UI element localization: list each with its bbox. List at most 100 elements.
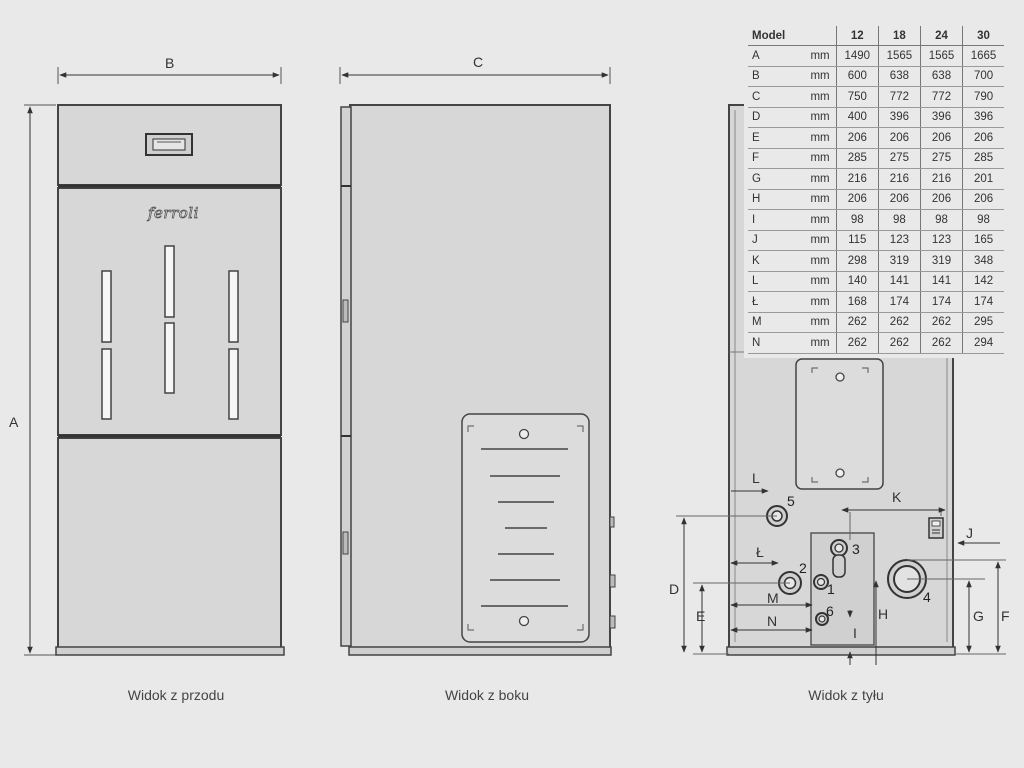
rear-base xyxy=(726,646,956,656)
header-model-24: 24 xyxy=(919,26,963,46)
rear-view-caption: Widok z tyłu xyxy=(808,687,884,703)
value-cell: 396 xyxy=(962,107,1004,128)
parameter-cell: M xyxy=(748,312,805,333)
value-cell: 165 xyxy=(962,230,1004,251)
value-cell: 123 xyxy=(877,230,921,251)
front-base xyxy=(55,646,285,656)
dimension-m-label: M xyxy=(767,590,779,606)
dimension-f-label: F xyxy=(1001,608,1010,624)
unit-cell: mm xyxy=(804,271,837,292)
unit-cell: mm xyxy=(804,86,837,108)
value-cell: 285 xyxy=(835,148,879,169)
value-cell: 400 xyxy=(835,107,879,128)
value-cell: 123 xyxy=(919,230,963,251)
value-cell: 275 xyxy=(919,148,963,169)
value-cell: 262 xyxy=(835,312,879,333)
rear-view xyxy=(676,104,1006,665)
value-cell: 1490 xyxy=(835,45,879,67)
value-cell: 396 xyxy=(919,107,963,128)
value-cell: 294 xyxy=(962,332,1004,354)
unit-cell: mm xyxy=(804,189,837,210)
connection-3 xyxy=(830,539,848,578)
value-cell: 348 xyxy=(962,250,1004,272)
value-cell: 216 xyxy=(877,168,921,190)
value-cell: 206 xyxy=(919,189,963,210)
value-cell: 206 xyxy=(919,127,963,149)
value-cell: 600 xyxy=(835,66,879,87)
side-service-panel xyxy=(461,413,590,643)
side-hinge-top xyxy=(342,299,349,323)
value-cell: 790 xyxy=(962,86,1004,108)
side-front-edge xyxy=(340,106,352,647)
unit-cell: mm xyxy=(804,66,837,87)
header-model-12: 12 xyxy=(835,26,879,46)
connection-1-label: 1 xyxy=(827,581,835,597)
connection-6 xyxy=(815,612,829,626)
header-model-18: 18 xyxy=(877,26,921,46)
value-cell: 201 xyxy=(962,168,1004,190)
value-cell: 206 xyxy=(877,189,921,210)
dimension-table-header: Model 12 18 24 30 xyxy=(748,26,1004,46)
value-cell: 115 xyxy=(835,230,879,251)
value-cell: 319 xyxy=(919,250,963,272)
value-cell: 216 xyxy=(835,168,879,190)
dimension-c-label: C xyxy=(473,54,484,70)
value-cell: 174 xyxy=(877,291,921,313)
unit-cell: mm xyxy=(804,312,837,333)
dimension-n-label: N xyxy=(767,613,778,629)
parameter-cell: L xyxy=(748,271,805,292)
parameter-cell: E xyxy=(748,127,805,149)
value-cell: 772 xyxy=(919,86,963,108)
unit-cell: mm xyxy=(804,250,837,272)
connection-6-label: 6 xyxy=(826,603,834,619)
value-cell: 1665 xyxy=(962,45,1004,67)
parameter-cell: D xyxy=(748,107,805,128)
parameter-cell: K xyxy=(748,250,805,272)
value-cell: 174 xyxy=(962,291,1004,313)
unit-cell: mm xyxy=(804,230,837,251)
value-cell: 206 xyxy=(962,127,1004,149)
value-cell: 700 xyxy=(962,66,1004,87)
header-model: Model xyxy=(748,26,805,46)
value-cell: 98 xyxy=(835,209,879,231)
value-cell: 141 xyxy=(919,271,963,292)
value-cell: 1565 xyxy=(877,45,921,67)
side-base xyxy=(348,646,612,656)
dimension-h-label: H xyxy=(878,606,889,622)
value-cell: 216 xyxy=(919,168,963,190)
dimension-e-label: E xyxy=(696,608,706,624)
electrical-box-icon xyxy=(928,517,944,539)
unit-cell: mm xyxy=(804,107,837,128)
side-view xyxy=(339,67,616,656)
front-view-caption: Widok z przodu xyxy=(127,687,225,703)
dimension-l-stroke-label: Ł xyxy=(756,544,764,560)
value-cell: 638 xyxy=(877,66,921,87)
header-unit xyxy=(804,26,837,46)
front-bottom-panel xyxy=(57,437,282,649)
value-cell: 206 xyxy=(962,189,1004,210)
unit-cell: mm xyxy=(804,168,837,190)
value-cell: 98 xyxy=(919,209,963,231)
parameter-cell: J xyxy=(748,230,805,251)
dimension-k-label: K xyxy=(892,489,902,505)
parameter-cell: B xyxy=(748,66,805,87)
value-cell: 98 xyxy=(877,209,921,231)
dimension-d-label: D xyxy=(669,581,680,597)
value-cell: 262 xyxy=(835,332,879,354)
value-cell: 262 xyxy=(919,332,963,354)
connection-4-label: 4 xyxy=(923,589,931,605)
header-model-30: 30 xyxy=(962,26,1004,46)
unit-cell: mm xyxy=(804,127,837,149)
value-cell: 319 xyxy=(877,250,921,272)
value-cell: 262 xyxy=(877,312,921,333)
unit-cell: mm xyxy=(804,291,837,313)
